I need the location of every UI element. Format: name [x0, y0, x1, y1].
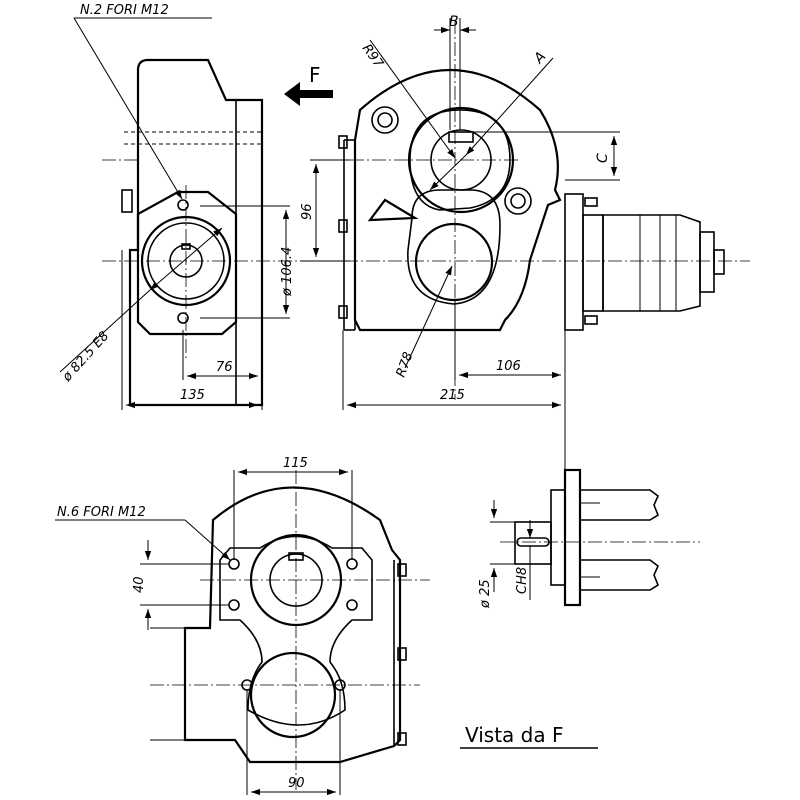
- view-title: Vista da F: [465, 723, 564, 747]
- bottom-lower-bore: [249, 651, 337, 739]
- dim-b-label: B: [449, 14, 459, 30]
- dim-25-label: ø 25: [478, 579, 493, 609]
- side-view: [102, 58, 300, 407]
- radius-78-label: R78: [394, 350, 417, 379]
- hole-4: [346, 599, 358, 611]
- dim-115-label: 115: [283, 456, 308, 471]
- dim-96-label: 96: [300, 203, 315, 220]
- dim-90-label: 90: [288, 776, 305, 791]
- front-lower-bore: [414, 222, 494, 302]
- dim-215-label: 215: [440, 388, 465, 403]
- side-hole-top: [177, 199, 189, 211]
- radius-97-label: R97: [359, 42, 387, 72]
- top-dimensions: N.2 FORI M12 ø 82.5 E8 ø 106.4 76 135 96…: [59, 3, 620, 470]
- side-hole-bottom: [177, 312, 189, 324]
- dim-135-label: 135: [180, 388, 205, 403]
- holes-2-label: N.2 FORI M12: [80, 3, 169, 18]
- bottom-dimensions: 115 N.6 FORI M12 40 90 Vista da F: [55, 456, 598, 796]
- hole-3: [228, 599, 240, 611]
- shaft-detail: ø 25 CH8: [478, 468, 700, 609]
- dim-c-label: C: [595, 153, 611, 163]
- hole-1: [228, 558, 240, 570]
- top-bolt: [371, 106, 399, 134]
- direction-label: F: [309, 63, 321, 87]
- dim-106-4-label: ø 106.4: [280, 247, 295, 297]
- dim-40-label: 40: [132, 576, 147, 593]
- dim-106-label: 106: [496, 359, 521, 374]
- hole-2: [346, 558, 358, 570]
- right-bolt: [504, 187, 532, 215]
- front-view: [300, 20, 750, 400]
- holes-6-label: N.6 FORI M12: [57, 505, 146, 520]
- dim-76-label: 76: [216, 360, 233, 375]
- direction-arrow: F: [284, 63, 333, 106]
- bottom-view: [150, 470, 430, 790]
- dim-82-5-label: ø 82.5 E8: [59, 329, 112, 386]
- dim-ch8-label: CH8: [515, 567, 530, 594]
